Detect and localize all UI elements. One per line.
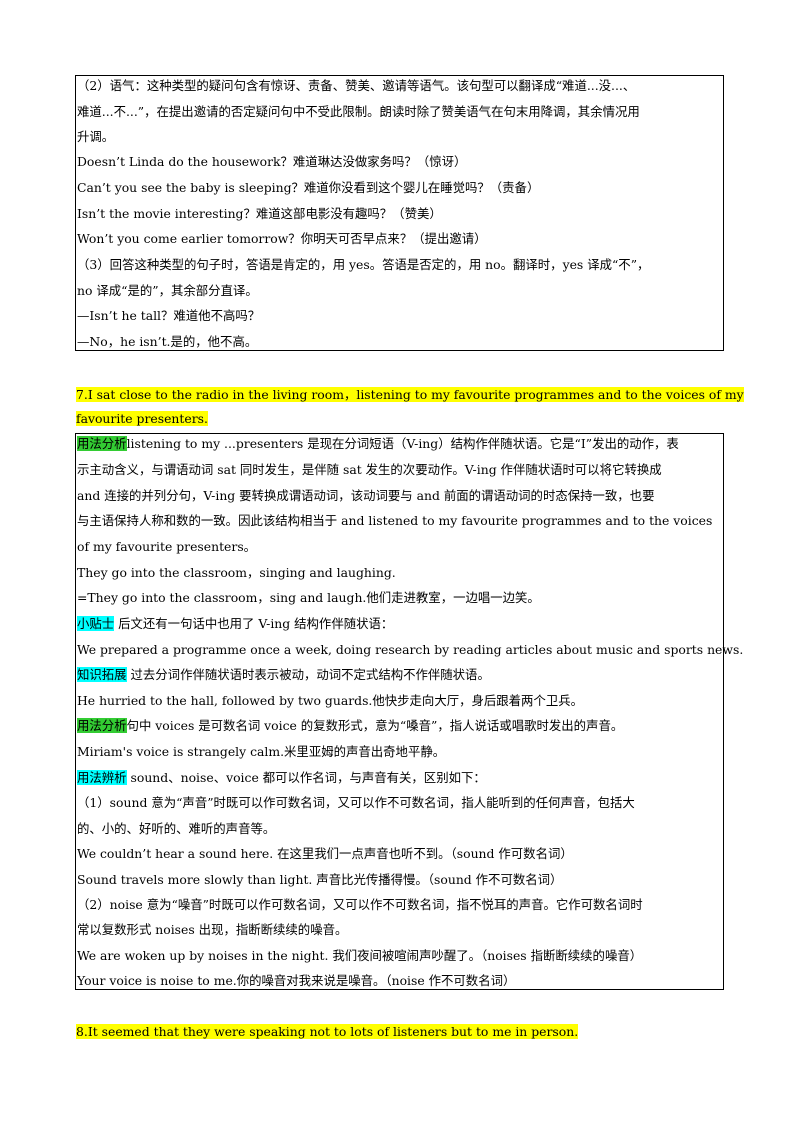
tip-para: 小贴士 后文还有一句话中也用了 V-ing 结构作伴随状语： bbox=[77, 616, 722, 632]
example-line: We are woken up by noises in the night. … bbox=[77, 948, 643, 963]
usage-distinction-tag: 用法辨析 bbox=[77, 770, 127, 785]
extension-tag: 知识拓展 bbox=[77, 667, 127, 682]
box1-line: —No，he isn’t.是的，他不高。 bbox=[77, 334, 258, 349]
example-line: We couldn’t hear a sound here. 在这里我们一点声音… bbox=[77, 846, 573, 861]
usage-analysis-tag: 用法分析 bbox=[77, 436, 127, 451]
example-line: Miriam's voice is strangely calm.米里亚姆的声音… bbox=[77, 744, 446, 759]
notes-box-2 bbox=[75, 433, 724, 990]
para-line: 的、小的、好听的、难听的声音等。 bbox=[77, 821, 276, 836]
para-line: （1）sound 意为“声音”时既可以作可数名词，又可以作不可数名词，指人能听到… bbox=[77, 795, 635, 810]
para-text: listening to my ...presenters 是现在分词短语（V-… bbox=[126, 436, 679, 451]
para-line: 常以复数形式 noises 出现，指断断续续的噪音。 bbox=[77, 922, 348, 937]
box1-line: no 译成“是的”，其余部分直译。 bbox=[77, 283, 258, 298]
usage-analysis-tag-2: 用法分析 bbox=[77, 718, 127, 733]
para-line: （2）noise 意为“噪音”时既可以作可数名词，又可以作不可数名词，指不悦耳的… bbox=[77, 897, 643, 912]
notes-box-1 bbox=[75, 75, 724, 351]
para-text: 句中 voices 是可数名词 voice 的复数形式，意为“嗓音”，指人说话或… bbox=[126, 718, 624, 733]
usage-analysis-para: 用法分析listening to my ...presenters 是现在分词短… bbox=[77, 436, 722, 452]
section-8-title: 8.It seemed that they were speaking not … bbox=[76, 1023, 579, 1040]
usage-distinction-para: 用法辨析 sound、noise、voice 都可以作名词，与声音有关，区别如下… bbox=[77, 770, 722, 786]
example-line: Your voice is noise to me.你的噪音对我来说是噪音。（n… bbox=[77, 973, 516, 988]
section-8-title-text: 8.It seemed that they were speaking not … bbox=[76, 1024, 579, 1039]
example-line: They go into the classroom，singing and l… bbox=[77, 565, 396, 580]
section-7-title-cont: favourite presenters. bbox=[76, 410, 208, 427]
box1-line: 升调。 bbox=[77, 129, 115, 144]
box1-line: （2）语气：这种类型的疑问句含有惊讶、责备、赞美、邀请等语气。该句型可以翻译成“… bbox=[77, 78, 636, 93]
para-line: and 连接的并列分句，V-ing 要转换成谓语动词，该动词要与 and 前面的… bbox=[77, 488, 655, 503]
para-line: 与主语保持人称和数的一致。因此该结构相当于 and listened to my… bbox=[77, 513, 713, 528]
section-7-title-line2: favourite presenters. bbox=[76, 411, 208, 426]
section-7-title: 7.I sat close to the radio in the living… bbox=[76, 386, 744, 403]
box1-line: 难道...不...”，在提出邀请的否定疑问句中不受此限制。朗读时除了赞美语气在句… bbox=[77, 104, 640, 119]
box1-line: Can’t you see the baby is sleeping？难道你没看… bbox=[77, 180, 540, 195]
extension-text: 过去分词作伴随状语时表示被动，动词不定式结构不作伴随状语。 bbox=[126, 667, 490, 682]
example-line: Sound travels more slowly than light. 声音… bbox=[77, 872, 563, 887]
para-text: sound、noise、voice 都可以作名词，与声音有关，区别如下： bbox=[126, 770, 486, 785]
para-line: 示主动含义，与谓语动词 sat 同时发生，是伴随 sat 发生的次要动作。V-i… bbox=[77, 462, 662, 477]
box1-line: —Isn’t he tall？难道他不高吗？ bbox=[77, 308, 261, 323]
tip-text: 后文还有一句话中也用了 V-ing 结构作伴随状语： bbox=[114, 616, 394, 631]
box1-line: Won’t you come earlier tomorrow？你明天可否早点来… bbox=[77, 231, 487, 246]
box1-line: （3）回答这种类型的句子时，答语是肯定的，用 yes。答语是否定的，用 no。翻… bbox=[77, 257, 650, 272]
example-line: He hurried to the hall, followed by two … bbox=[77, 693, 584, 708]
section-7-title-line1: 7.I sat close to the radio in the living… bbox=[76, 387, 744, 402]
box1-line: Doesn’t Linda do the housework？难道琳达没做家务吗… bbox=[77, 154, 467, 169]
para-line: of my favourite presenters。 bbox=[77, 539, 257, 554]
tip-tag: 小贴士 bbox=[77, 616, 115, 631]
usage-analysis-para-2: 用法分析句中 voices 是可数名词 voice 的复数形式，意为“嗓音”，指… bbox=[77, 718, 722, 734]
example-line: We prepared a programme once a week, doi… bbox=[77, 642, 744, 657]
extension-para: 知识拓展 过去分词作伴随状语时表示被动，动词不定式结构不作伴随状语。 bbox=[77, 667, 722, 683]
box1-line: Isn’t the movie interesting？难道这部电影没有趣吗？（… bbox=[77, 206, 442, 221]
example-line: =They go into the classroom，sing and lau… bbox=[77, 590, 540, 605]
